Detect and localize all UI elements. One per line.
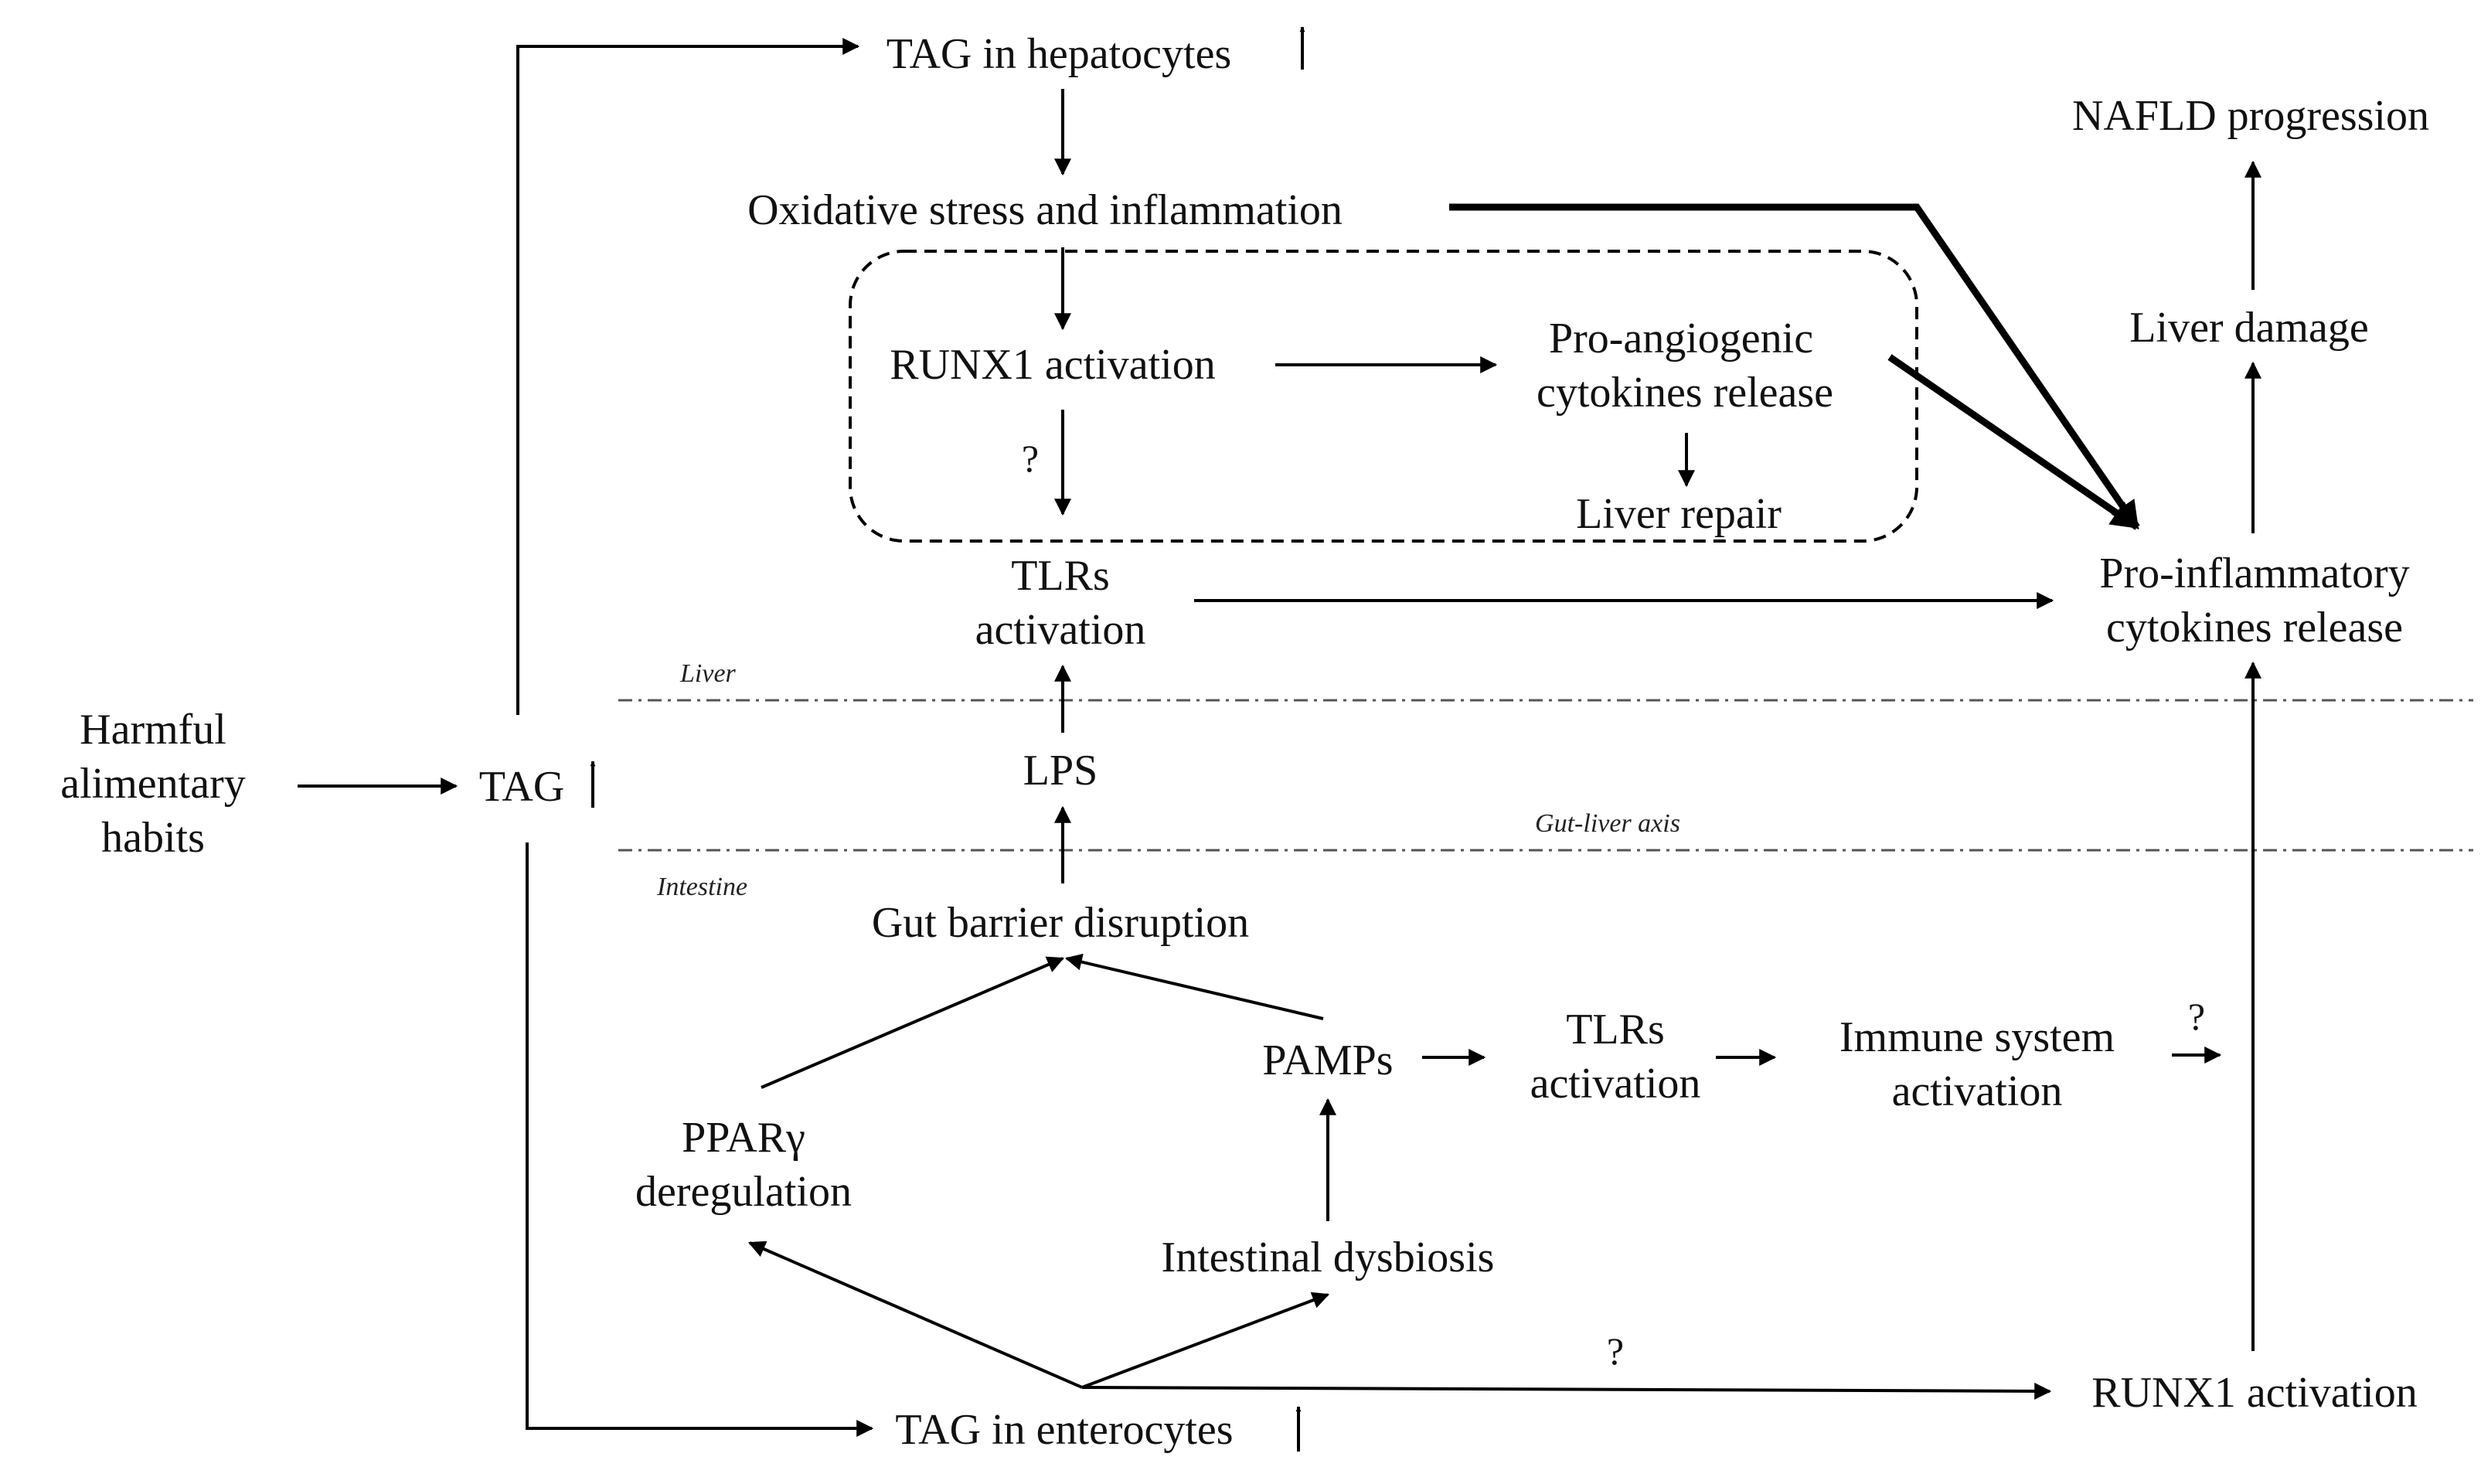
node-tag-hepatocytes: TAG in hepatocytes (887, 30, 1232, 78)
svg-text:PPARγ: PPARγ (682, 1114, 805, 1162)
edge-oxidative-to-proinflammatory (1449, 203, 2140, 529)
unknown-marker-runx1-tlrs: ? (1022, 437, 1039, 480)
zone-label-liver: Liver (679, 659, 737, 688)
edge-angiogenic-to-proinflammatory (1887, 354, 2139, 530)
edge-pamps-to-gut-barrier (1064, 953, 1324, 1020)
svg-text:cytokines release: cytokines release (1537, 369, 1833, 417)
svg-text:Immune system: Immune system (1839, 1013, 2115, 1061)
edge-enterocytes-to-pparg (747, 1241, 1083, 1389)
node-pro-inflammatory: Pro-inflammatory cytokines release (2099, 550, 2409, 652)
zone-label-intestine: Intestine (656, 873, 747, 901)
svg-text:Pro-inflammatory: Pro-inflammatory (2099, 550, 2409, 597)
svg-text:cytokines release: cytokines release (2106, 604, 2403, 652)
svg-text:Harmful: Harmful (80, 706, 226, 754)
svg-text:habits: habits (101, 814, 205, 862)
svg-text:Pro-angiogenic: Pro-angiogenic (1549, 315, 1813, 362)
node-lps: LPS (1023, 747, 1098, 795)
node-liver-repair: Liver repair (1576, 490, 1782, 538)
node-tag-enterocytes: TAG in enterocytes (895, 1406, 1233, 1454)
node-intestinal-dysbiosis: Intestinal dysbiosis (1162, 1234, 1495, 1281)
node-runx1-liver: RUNX1 activation (890, 341, 1215, 389)
zone-label-gut-liver-axis: Gut-liver axis (1535, 809, 1680, 838)
svg-text:deregulation: deregulation (635, 1168, 852, 1216)
node-immune-system: Immune system activation (1839, 1013, 2115, 1115)
node-tlrs-gut: TLRs activation (1530, 1006, 1701, 1108)
node-gut-barrier: Gut barrier disruption (872, 899, 1249, 947)
node-pro-angiogenic: Pro-angiogenic cytokines release (1537, 315, 1833, 417)
edge-tag-to-hepatocytes (516, 38, 860, 715)
unknown-marker-enterocytes-runx1: ? (1607, 1329, 1624, 1373)
svg-text:alimentary: alimentary (60, 760, 245, 808)
edge-enterocytes-to-runx1-gut (1081, 1382, 2052, 1400)
svg-text:TLRs: TLRs (1566, 1006, 1665, 1053)
node-nafld-progression: NAFLD progression (2072, 92, 2429, 140)
edge-enterocytes-to-dysbiosis (1081, 1292, 1330, 1389)
svg-text:TLRs: TLRs (1011, 552, 1110, 600)
node-harmful-habits: Harmful alimentary habits (60, 706, 245, 862)
unknown-marker-immune: ? (2188, 995, 2205, 1038)
node-oxidative-stress: Oxidative stress and inflammation (747, 186, 1343, 234)
node-liver-damage: Liver damage (2129, 304, 2368, 352)
svg-text:activation: activation (1892, 1067, 2063, 1115)
edge-pparg-to-gut-barrier (761, 956, 1065, 1089)
svg-text:activation: activation (1530, 1060, 1701, 1108)
node-pamps: PAMPs (1262, 1036, 1393, 1084)
node-tlrs-liver: TLRs activation (975, 552, 1146, 654)
liver-repair-group-box (849, 250, 1918, 543)
edges (298, 26, 2261, 1452)
svg-text:activation: activation (975, 606, 1146, 654)
node-runx1-gut: RUNX1 activation (2091, 1369, 2417, 1417)
node-tag: TAG (479, 763, 565, 811)
node-pparg: PPARγ deregulation (635, 1114, 852, 1216)
edge-tag-to-enterocytes (526, 842, 874, 1437)
